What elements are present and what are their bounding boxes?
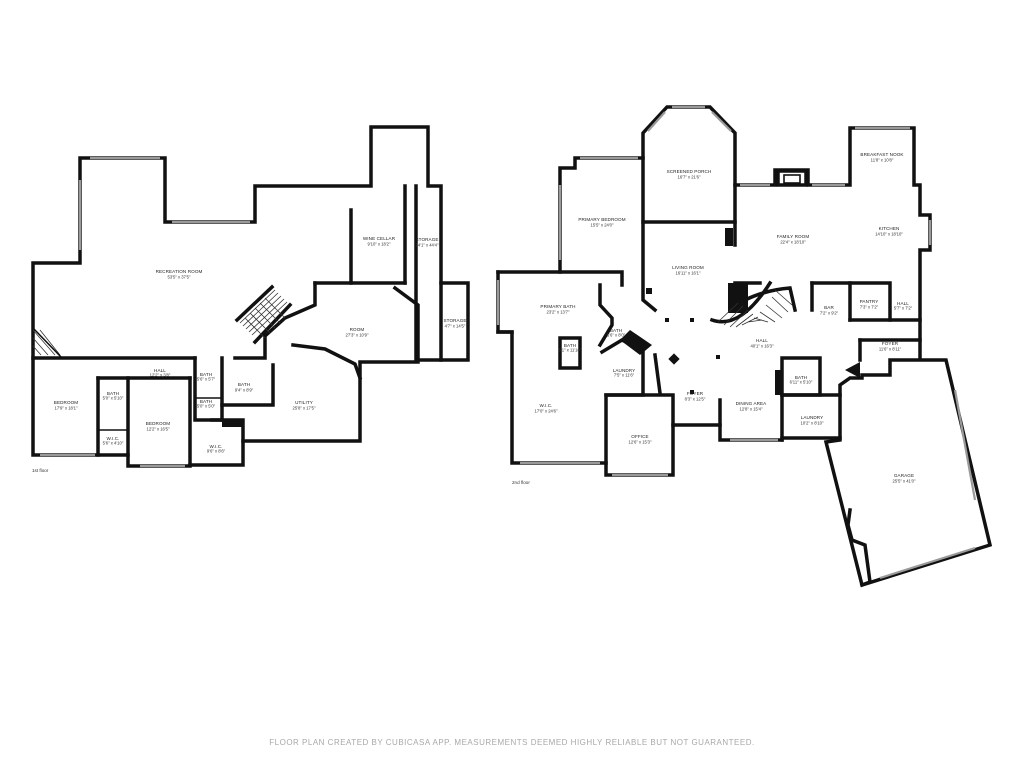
room-dimension-label: 17'0" x 24'6": [535, 409, 558, 414]
room-name-label: FOYER: [882, 341, 899, 346]
room-dimension-label: 12'8" x 15'4": [740, 407, 763, 412]
room-name-label: BEDROOM: [146, 421, 171, 426]
room-dimension-label: 9'4" x 8'9": [235, 388, 254, 393]
room-name-label: RECREATION ROOM: [156, 269, 203, 274]
room-name-label: LAUNDRY: [801, 415, 824, 420]
room-dimension-label: 53'5" x 37'5": [168, 275, 191, 280]
room-dimension-label: 23'2" x 13'7": [547, 310, 570, 315]
room-dimension-label: 7'5" x 11'6": [614, 372, 635, 377]
room-dimension-label: 10'2" x 8'10": [801, 421, 824, 426]
room-dimension-label: 9'6" x 8'6": [207, 448, 226, 453]
room-dimension-label: 12'2" x 3'8": [150, 372, 171, 377]
room-dimension-label: 8'3" x 12'5": [685, 397, 706, 402]
room-name-label: LIVING ROOM: [672, 265, 704, 270]
room-dimension-label: 11'8" x 10'8": [871, 158, 894, 163]
room-dimension-label: 5'0" x 5'0": [197, 403, 216, 408]
room-dimension-label: 7'2" x 9'2": [820, 311, 839, 316]
room-dimension-label: 12'2" x 16'5": [147, 427, 170, 432]
room-name-label: PANTRY: [860, 299, 879, 304]
room-name-label: ROOM: [350, 327, 365, 332]
stair-icon: [234, 284, 293, 345]
room-name-label: FOYER: [687, 391, 704, 396]
room-name-label: UTILITY: [295, 400, 313, 405]
room-dimension-label: 25'8" x 17'5": [293, 406, 316, 411]
room-name-label: BREAKFAST NOOK: [860, 152, 904, 157]
second-floor-label: 2nd floor: [512, 480, 530, 485]
room-dimension-label: 17'9" x 18'1": [55, 406, 78, 411]
room-name-label: OFFICE: [631, 434, 648, 439]
room-name-label: PRIMARY BATH: [540, 304, 575, 309]
room-dimension-label: 40'1" x 16'3": [751, 344, 774, 349]
room-name-label: STORAGE: [415, 237, 438, 242]
room-name-label: BATH: [200, 372, 212, 377]
room-dimension-label: 7'3" x 7'2": [860, 305, 879, 310]
room-dimension-label: 5'0" x 5'10": [103, 395, 124, 400]
room-name-label: KITCHEN: [879, 226, 900, 231]
room-name-label: BEDROOM: [54, 400, 79, 405]
room-dimension-label: 4'7" x 14'5": [445, 324, 466, 329]
room-dimension-label: 25'5" x 41'0": [893, 479, 916, 484]
room-dimension-label: 6'11" x 5'10": [790, 379, 813, 384]
room-dimension-label: 22'4" x 18'10": [780, 240, 806, 245]
footer-disclaimer: FLOOR PLAN CREATED BY CUBICASA APP. MEAS…: [269, 738, 754, 747]
room-dimension-label: 16'7" x 21'6": [678, 175, 701, 180]
room-name-label: BATH: [238, 382, 250, 387]
fireplace-icon: [776, 169, 808, 187]
room-dimension-label: 5'6" x 5'7": [197, 376, 216, 381]
room-dimension-label: 9'10" x 18'2": [368, 242, 391, 247]
room-name-label: BATH: [564, 343, 576, 348]
room-dimension-label: 5'1" x 11'10": [559, 347, 582, 352]
room-dimension-label: 5'7" x 7'2": [894, 305, 913, 310]
room-dimension-label: 27'3" x 10'9": [346, 333, 369, 338]
room-dimension-label: 5'6" x 4'10": [103, 440, 124, 445]
room-name-label: SCREENED PORCH: [667, 169, 712, 174]
room-name-label: BATH: [795, 375, 807, 380]
room-dimension-label: 11'6" x 8'11": [879, 347, 902, 352]
room-name-label: HALL: [897, 301, 909, 306]
room-name-label: BATH: [610, 328, 622, 333]
second-floor-outer-walls: [496, 105, 993, 588]
room-name-label: BATH: [107, 391, 119, 396]
stair-icon: [32, 327, 63, 359]
room-name-label: HALL: [154, 368, 166, 373]
room-dimension-label: 14'10" x 18'10": [875, 232, 903, 237]
room-name-label: STORAGE: [443, 318, 466, 323]
room-name-label: W.I.C.: [539, 403, 552, 408]
room-name-label: WINE CELLAR: [363, 236, 396, 241]
room-dimension-label: 16'11" x 16'1": [676, 271, 701, 276]
room-dimension-label: 12'6" x 15'3": [629, 440, 652, 445]
room-dimension-label: 5'6" x 8'0": [607, 332, 626, 337]
stair-icon: [709, 280, 798, 328]
first-floor-label: 1st floor: [32, 468, 49, 473]
room-name-label: LAUNDRY: [613, 368, 636, 373]
room-name-label: BAR: [824, 305, 834, 310]
room-dimension-label: 15'5" x 24'0": [591, 223, 614, 228]
room-name-label: FAMILY ROOM: [777, 234, 810, 239]
room-name-label: HALL: [756, 338, 768, 343]
room-name-label: PRIMARY BEDROOM: [578, 217, 625, 222]
room-name-label: W.I.C.: [106, 436, 119, 441]
room-name-label: DINING AREA: [736, 401, 768, 406]
room-name-label: BATH: [200, 399, 212, 404]
room-dimension-label: 24'1" x 44'4": [416, 243, 439, 248]
room-name-label: GARAGE: [894, 473, 914, 478]
room-name-label: W.I.C.: [209, 444, 222, 449]
